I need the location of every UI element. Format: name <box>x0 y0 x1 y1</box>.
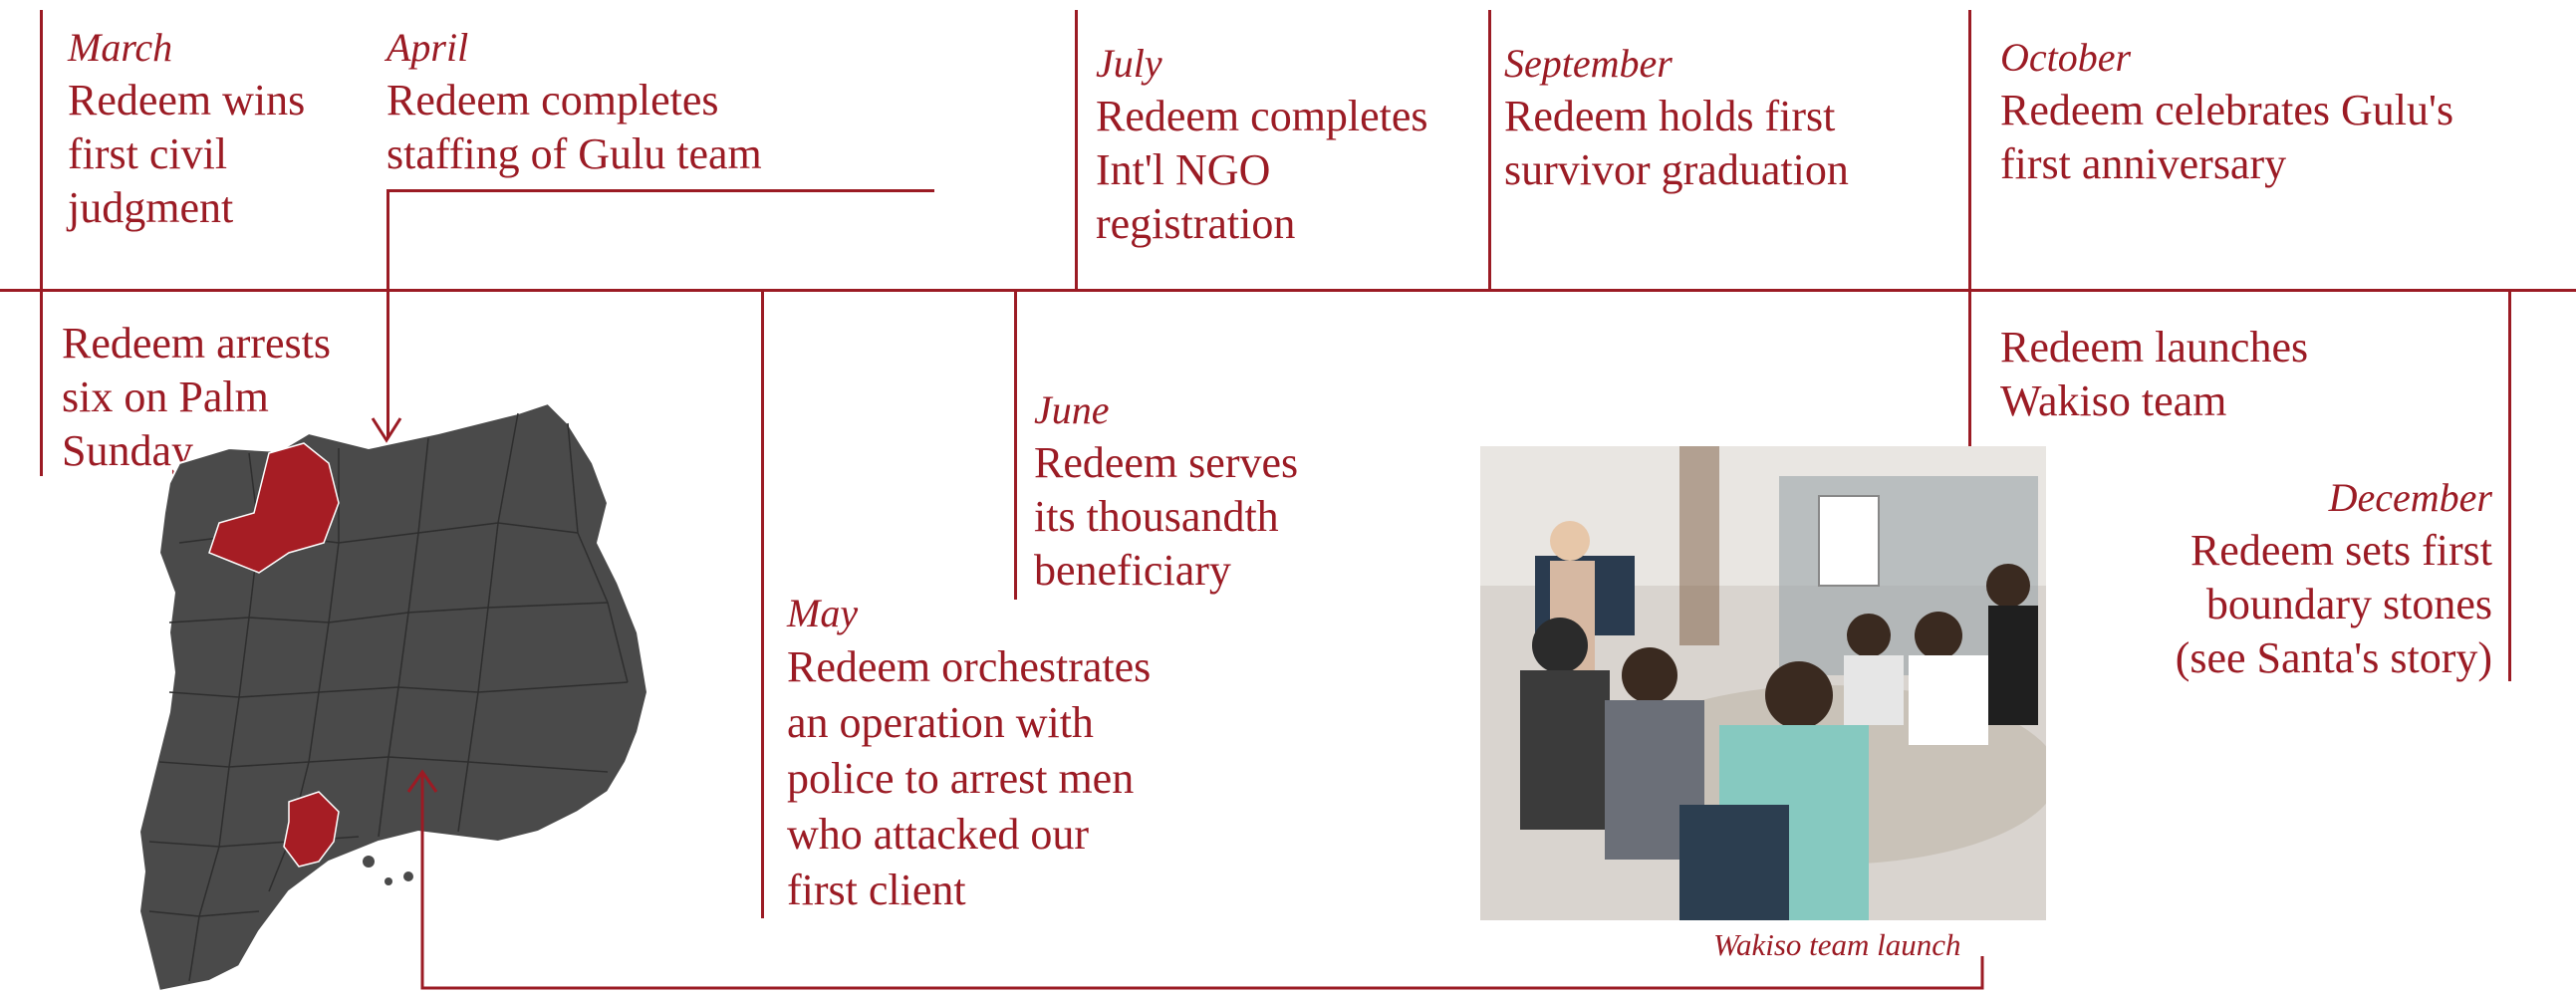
event-december: December Redeem sets first boundary ston… <box>2082 474 2492 685</box>
march-connector <box>40 10 43 476</box>
event-wakiso: Redeem launches Wakiso team <box>2000 321 2419 428</box>
event-september: September Redeem holds first survivor gr… <box>1504 40 1962 197</box>
wakiso-region <box>283 791 340 868</box>
event-april: April Redeem completes staffing of Gulu … <box>386 24 944 181</box>
event-may: May Redeem orchestrates an operation wit… <box>787 590 1215 918</box>
event-text: Redeem sets first boundary stones (see S… <box>2175 526 2492 682</box>
event-text: Redeem orchestrates an operation with po… <box>787 642 1152 914</box>
december-connector <box>2508 291 2511 681</box>
april-arrow-line <box>386 189 934 192</box>
event-text: Redeem arrests six on Palm Sunday <box>62 319 331 475</box>
month-label: September <box>1504 41 1673 86</box>
month-label: March <box>68 25 173 70</box>
event-text: Redeem wins first civil judgment <box>68 76 306 232</box>
month-label: December <box>2328 475 2492 520</box>
gulu-region <box>208 442 340 574</box>
event-june: June Redeem serves its thousandth benefi… <box>1034 386 1373 598</box>
timeline-axis <box>0 289 2576 292</box>
month-label: July <box>1096 41 1162 86</box>
may-connector <box>761 291 764 918</box>
event-october: October Redeem celebrates Gulu's first a… <box>2000 34 2558 191</box>
september-connector <box>1488 10 1491 291</box>
event-text: Redeem completes Int'l NGO registration <box>1096 92 1428 248</box>
event-text: Redeem holds first survivor graduation <box>1504 92 1849 194</box>
lake-islands <box>363 856 413 885</box>
april-arrow-stem <box>386 189 389 438</box>
wakiso-team-photo <box>1480 446 2046 920</box>
month-label: May <box>787 591 859 635</box>
july-connector <box>1075 10 1078 291</box>
event-text: Redeem launches Wakiso team <box>2000 323 2309 425</box>
event-text: Redeem celebrates Gulu's first anniversa… <box>2000 86 2454 188</box>
meeting-room-illustration <box>1480 446 2046 920</box>
event-text: Redeem serves its thousandth beneficiary <box>1034 438 1299 595</box>
uganda-map <box>139 401 649 993</box>
month-label: June <box>1034 387 1110 432</box>
event-palm-sunday: Redeem arrests six on Palm Sunday <box>62 317 400 478</box>
month-label: October <box>2000 35 2132 80</box>
june-connector <box>1014 291 1017 600</box>
october-connector <box>1968 10 1971 448</box>
event-july: July Redeem completes Int'l NGO registra… <box>1096 40 1474 251</box>
event-march: March Redeem wins first civil judgment <box>68 24 386 235</box>
month-label: April <box>386 25 469 70</box>
photo-caption: Wakiso team launch <box>1713 927 1961 962</box>
event-text: Redeem completes staffing of Gulu team <box>386 76 762 178</box>
